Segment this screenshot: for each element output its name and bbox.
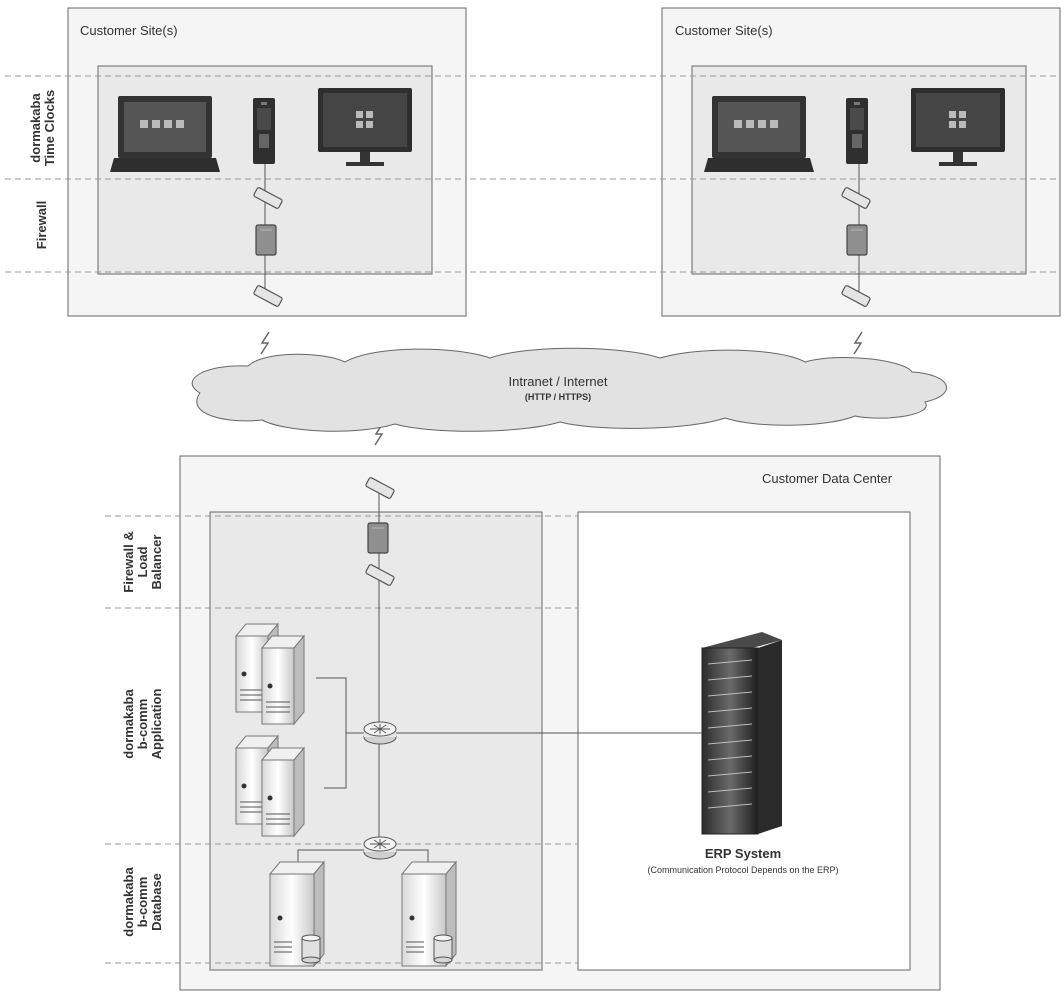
network-cloud: Intranet / Internet (HTTP / HTTPS) <box>191 347 947 432</box>
router-icon <box>363 836 397 860</box>
app-server-icon <box>261 747 305 837</box>
database-server-icon <box>269 861 325 967</box>
band-label-database-line3: Database <box>149 873 164 931</box>
wan-link-icon <box>260 331 270 355</box>
erp-subtitle: (Communication Protocol Depends on the E… <box>647 865 838 875</box>
network-protocol: (HTTP / HTTPS) <box>525 392 591 402</box>
site-band-dividers <box>5 75 1060 273</box>
network-title: Intranet / Internet <box>508 374 607 389</box>
band-label-firewall-lb-line3: Balancer <box>149 535 164 590</box>
firewall-icon <box>255 224 277 256</box>
erp-title: ERP System <box>705 846 781 861</box>
wan-link-icon <box>853 331 863 355</box>
firewall-icon <box>846 224 868 256</box>
band-label-database-line2: b-comm <box>135 877 150 928</box>
band-label-application-line1: dormakaba <box>121 689 136 759</box>
laptop-icon <box>704 96 814 172</box>
time-clock-icon <box>846 98 868 164</box>
band-label-time-clocks-line2: Time Clocks <box>42 90 57 166</box>
laptop-icon <box>110 96 220 172</box>
band-label-time-clocks-line1: dormakaba <box>28 93 43 163</box>
site-title: Customer Site(s) <box>80 23 178 38</box>
band-label-firewall-lb-line1: Firewall & <box>121 531 136 592</box>
band-label-database-line1: dormakaba <box>121 867 136 937</box>
firewall-icon <box>367 522 389 554</box>
band-label-firewall-lb-line2: Load <box>135 546 150 577</box>
database-server-icon <box>401 861 457 967</box>
band-label-firewall: Firewall <box>34 201 49 249</box>
site-title: Customer Site(s) <box>675 23 773 38</box>
router-icon <box>363 721 397 745</box>
band-label-application-line2: b-comm <box>135 699 150 750</box>
dc-band-dividers <box>105 515 578 964</box>
data-center-title: Customer Data Center <box>762 471 893 486</box>
time-clock-icon <box>253 98 275 164</box>
band-label-application-line3: Application <box>149 689 164 760</box>
app-server-icon <box>261 635 305 725</box>
erp-rack-icon <box>701 632 782 835</box>
